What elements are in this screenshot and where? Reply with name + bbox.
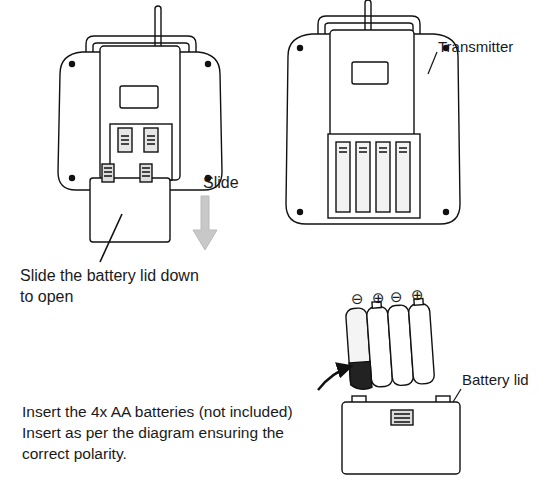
grip-ridges (104, 168, 150, 176)
screw (70, 176, 75, 181)
polarity-symbol: ⊖ (390, 287, 403, 308)
part-name: Battery lid (462, 369, 529, 390)
leader-line (453, 389, 461, 402)
right-transmitter (286, 0, 460, 224)
polarity-symbol: ⊕ (372, 288, 385, 309)
part-name: Transmitter (438, 36, 513, 57)
screw (70, 62, 75, 67)
leader-line (428, 52, 437, 74)
sticker (120, 86, 158, 108)
instruction-note: Slide the battery lid down to open (20, 265, 208, 307)
screw (206, 62, 211, 67)
leader-line (100, 214, 122, 262)
action-label: Slide (203, 172, 239, 193)
instruction-note: Insert as per the diagram ensuring the c… (22, 422, 314, 464)
insert-arrow (318, 366, 352, 390)
screw (444, 210, 449, 215)
back-panel (100, 46, 180, 180)
battery-lid-part (342, 396, 460, 474)
polarity-symbol: ⊖ (351, 289, 364, 310)
battery-compartment (328, 134, 420, 218)
screw (298, 46, 303, 51)
battery-pack (345, 298, 435, 390)
polarity-symbol: ⊕ (411, 285, 424, 306)
spring (121, 136, 155, 144)
lid-grip (391, 410, 413, 425)
slide-arrow (193, 196, 217, 250)
antenna (365, 0, 371, 34)
lid-grip (102, 164, 114, 182)
spring (339, 148, 407, 152)
battery-shade (349, 361, 372, 390)
battery-lid (342, 402, 460, 474)
sticker (352, 62, 388, 84)
lid-grip (140, 164, 152, 182)
battery-lid (90, 178, 170, 242)
back-panel (330, 30, 414, 140)
battery (408, 303, 435, 384)
grip-ridges (394, 414, 410, 422)
screw (298, 210, 303, 215)
instruction-note: Insert the 4x AA batteries (not included… (22, 401, 352, 422)
left-transmitter (58, 6, 222, 242)
